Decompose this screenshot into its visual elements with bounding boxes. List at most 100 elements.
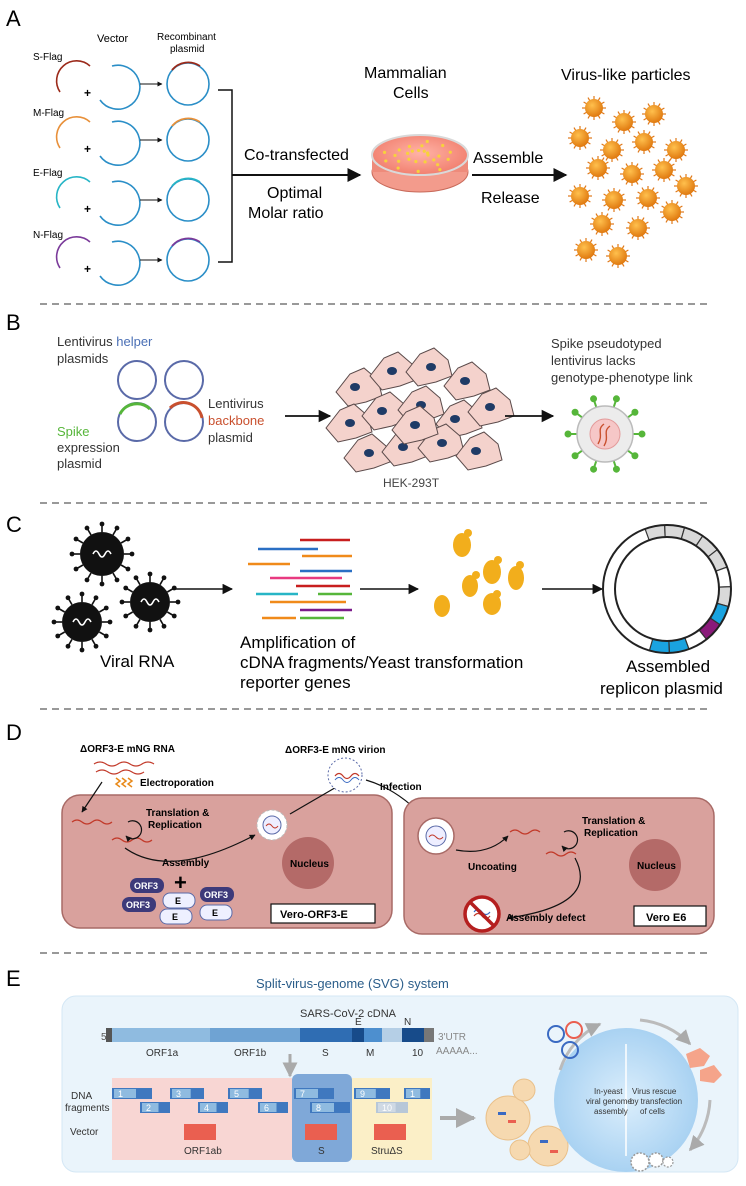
rna-strands (93, 761, 155, 775)
hek-cell (455, 431, 503, 471)
vector-plasmid (99, 64, 141, 110)
panel-e: E Split-virus-genome (SVG) system SARS-C… (6, 966, 739, 1173)
electroporation-icon (114, 777, 134, 788)
gene-s: S (322, 1048, 329, 1059)
dna-fragment: 9 (354, 1088, 390, 1099)
dna-fragment: 1 (404, 1088, 430, 1099)
orf3-label: ORF3 (134, 881, 158, 891)
group-stru-label: StruΔS (371, 1146, 403, 1157)
vector-block (374, 1124, 406, 1140)
inyeast-label-line2: viral genome (586, 1097, 632, 1106)
flag-fragment-s (55, 60, 91, 93)
svg-text:9: 9 (360, 1089, 365, 1099)
vlp-particle (568, 184, 592, 208)
panel-e-letter: E (6, 966, 21, 991)
e-label: E (172, 912, 178, 922)
panel-a-letter: A (6, 6, 21, 31)
gene-m: M (366, 1048, 374, 1059)
vlp-particle (590, 212, 614, 236)
translation-label-line1: Translation & (582, 816, 645, 827)
virion-icons (51, 521, 181, 653)
vlp-particle (674, 174, 698, 198)
yeast-cells-icon (434, 529, 524, 617)
dna-fragments-label-line1: DNA (71, 1091, 92, 1102)
gene-n-label: N (404, 1017, 411, 1028)
rescue-label-line1: Virus rescue (632, 1087, 677, 1096)
vlp-particle (642, 102, 666, 126)
dna-fragment: 6 (258, 1102, 288, 1113)
nucleus-label-left: Nucleus (290, 859, 329, 870)
orf3-protein (130, 878, 164, 893)
viral-rna-label: Viral RNA (100, 652, 175, 671)
culture-dish-icon (371, 134, 469, 193)
flag-label-s: S-Flag (33, 52, 62, 63)
insert-arc (171, 61, 201, 71)
dna-fragment: 2 (140, 1102, 170, 1113)
vlp-particle (574, 238, 598, 262)
cycle-arrow (125, 820, 143, 842)
assembly-label: Assembly (162, 858, 210, 869)
optimal-label-line2: Molar ratio (248, 205, 324, 222)
orf3-protein (200, 887, 234, 902)
assembled-label-line2: replicon plasmid (600, 679, 723, 698)
rescue-label-line3: of cells (640, 1107, 665, 1116)
vlp-particle (568, 126, 592, 150)
backbone-label-line1: Lentivirus (208, 396, 264, 411)
cdna-label: SARS-CoV-2 cDNA (300, 1008, 397, 1020)
plus-sign: + (84, 142, 91, 156)
electroporation-label: Electroporation (140, 778, 214, 789)
vlp-particle (606, 244, 630, 268)
orf3-e-proteins: ORF3 ORF3 ORF3 E E E (122, 878, 234, 925)
panel-d: D ΔORF3-E mNG RNA Electroporation Transl… (6, 720, 715, 935)
virion-label: ΔORF3-E mNG virion (285, 745, 386, 756)
plus-sign: + (174, 870, 187, 895)
flag-row-s: S-Flag + (33, 52, 210, 110)
translation-label-line1: Translation & (146, 808, 209, 819)
hek-cell (343, 433, 391, 473)
flag-fragment-e (55, 176, 91, 209)
replicon-plasmid-icon (602, 524, 732, 654)
dna-fragment: 3 (170, 1088, 204, 1099)
virion-icon (69, 521, 135, 587)
e-protein (199, 904, 233, 921)
translation-label-line2: Replication (148, 820, 202, 831)
vlp-particle (612, 110, 636, 134)
spike-label-line2: expression (57, 440, 120, 455)
dna-fragment: 10 (376, 1102, 408, 1113)
cells-icon (686, 1048, 722, 1083)
vlp-particle (602, 188, 626, 212)
rescued-virions-icon (630, 1152, 674, 1172)
orf3-protein (122, 897, 156, 912)
backbone-label-line3: plasmid (208, 430, 253, 445)
utr-label: 3'UTR (438, 1032, 466, 1043)
released-virion-icon (327, 757, 363, 793)
gene-orf1b: ORF1b (234, 1048, 267, 1059)
panel-b: B Lentivirus helper plasmids Spike expre… (6, 310, 693, 490)
spike-label-line3: plasmid (57, 456, 102, 471)
uncoating-label: Uncoating (468, 862, 517, 873)
panel-c: C Viral RNA Amplification of cDNA fragme… (6, 512, 732, 698)
bracket (218, 89, 233, 263)
nucleus-right (629, 839, 681, 891)
hek-label: HEK-293T (383, 476, 440, 490)
flag-fragment-m (55, 116, 91, 149)
genome-bar (106, 1028, 434, 1042)
virion-icon (119, 571, 181, 633)
vlp-particle (664, 138, 688, 162)
vector-block (305, 1124, 337, 1140)
vero-orf3e-label: Vero-ORF3-E (280, 909, 348, 921)
dna-fragment: 5 (228, 1088, 262, 1099)
rna-replicated (545, 851, 577, 857)
plus-sign: + (84, 202, 91, 216)
nucleus-left (282, 837, 334, 889)
gene-10: 10 (412, 1048, 424, 1059)
inyeast-label-line1: In-yeast (594, 1087, 623, 1096)
group-s-label: S (318, 1146, 325, 1157)
vector-row-label: Vector (70, 1127, 99, 1138)
flag-label-m: M-Flag (33, 108, 64, 119)
flag-row-n: N-Flag + (33, 230, 210, 286)
vector-block (184, 1124, 216, 1140)
svg-text:1: 1 (410, 1089, 415, 1099)
e-label: E (175, 896, 181, 906)
